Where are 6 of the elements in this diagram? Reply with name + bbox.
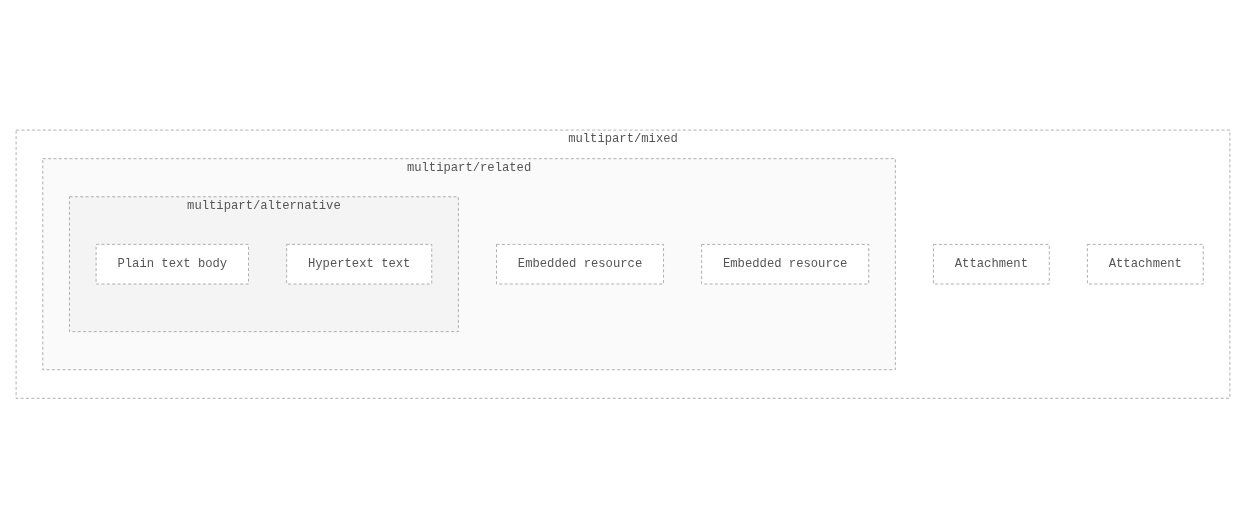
node-box: Embedded resource	[496, 243, 664, 285]
node-box: Attachment	[1087, 243, 1204, 285]
node-box: Plain text body	[95, 243, 249, 285]
node-box: Attachment	[933, 243, 1050, 285]
node-box: Hypertext text	[286, 243, 433, 285]
node-box: Embedded resource	[701, 243, 870, 285]
